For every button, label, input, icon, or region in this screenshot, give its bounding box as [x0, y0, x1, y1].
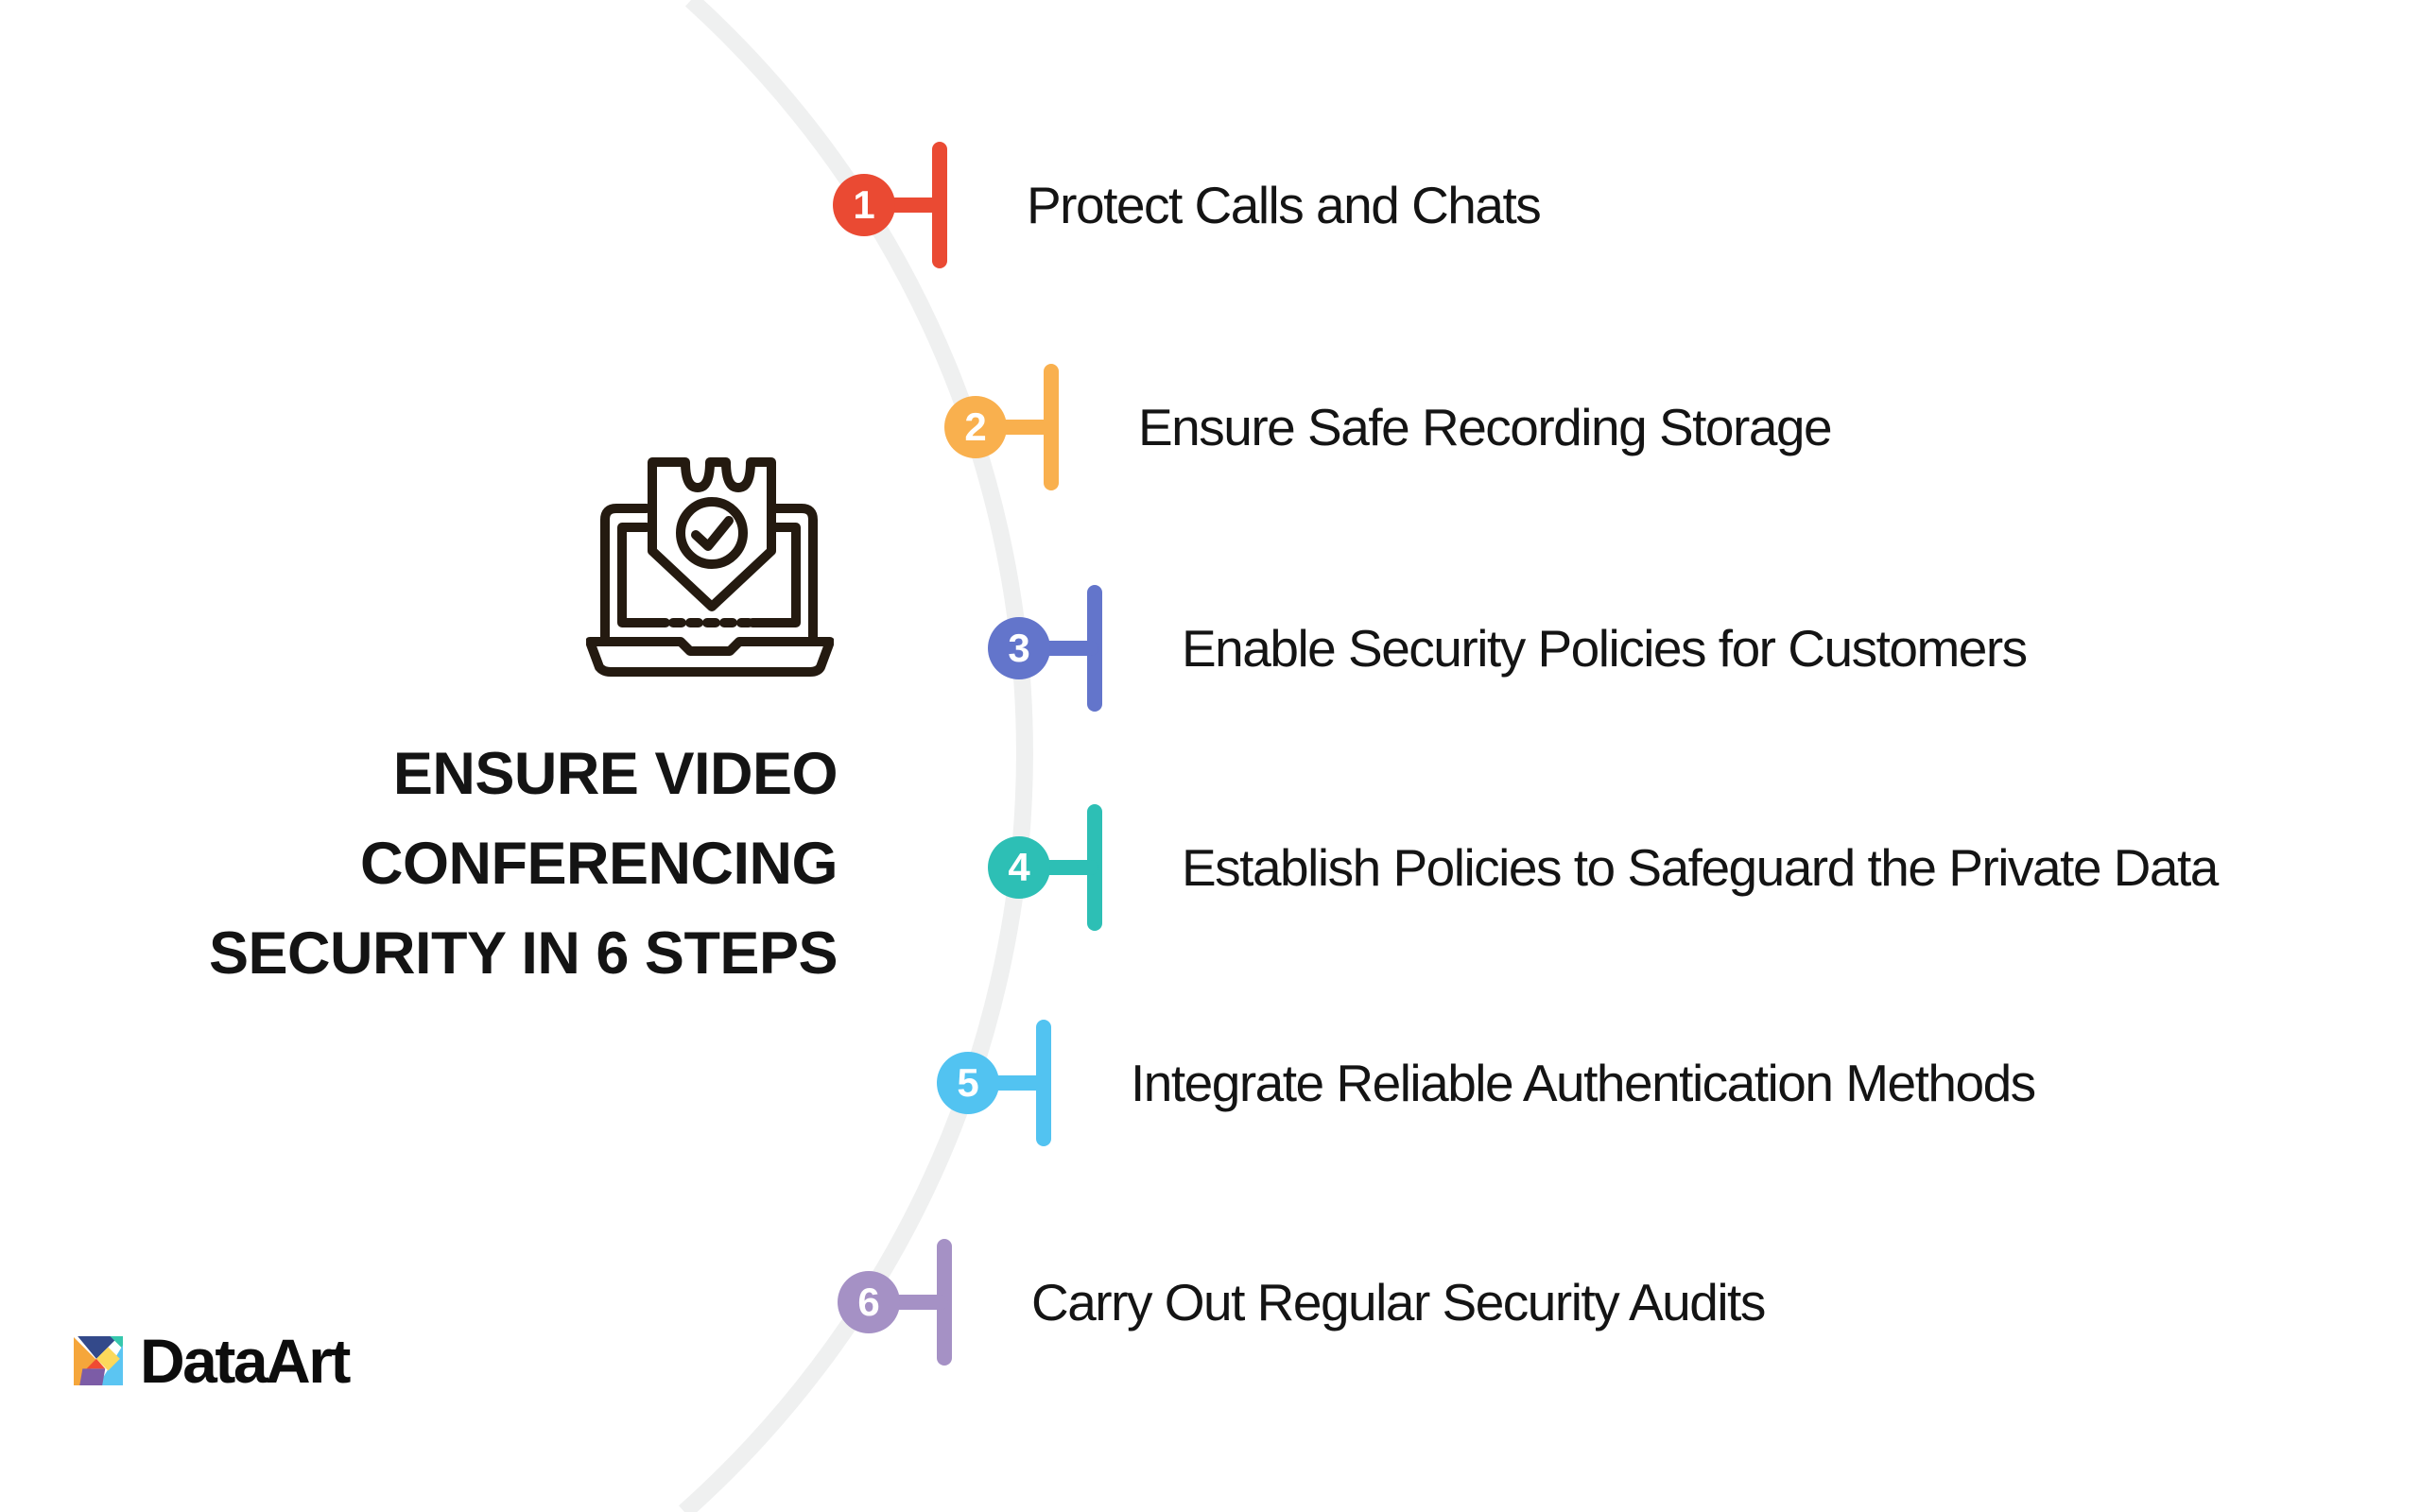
- logo-teal-triangle: [110, 1336, 123, 1349]
- logo-red-triangle: [86, 1358, 106, 1369]
- step-label: Integrate Reliable Authentication Method…: [1131, 1054, 2036, 1112]
- step-label: Establish Policies to Safeguard the Priv…: [1182, 838, 2219, 897]
- logo-sky-triangle: [98, 1345, 123, 1385]
- step-label: Carry Out Regular Security Audits: [1031, 1273, 1766, 1332]
- laptop-base: [586, 637, 834, 677]
- logo-orange-triangle: [74, 1337, 96, 1385]
- title-line: ENSURE VIDEO: [392, 741, 838, 807]
- screen-outer-left: [600, 504, 651, 642]
- step-number-badge: 4: [988, 836, 1050, 899]
- page-title: ENSURE VIDEO CONFERENCING SECURITY IN 6 …: [209, 730, 838, 999]
- step-number-badge: 6: [838, 1271, 900, 1333]
- step-label: Protect Calls and Chats: [1027, 176, 1542, 234]
- screen-inner-left: [617, 523, 670, 627]
- step-label: Enable Security Policies for Customers: [1182, 619, 2028, 678]
- laptop-shield-check-icon: [586, 457, 834, 677]
- logo-navy-triangle: [78, 1336, 119, 1359]
- title-line: CONFERENCING: [359, 831, 838, 897]
- laptop-icon-strokes: [586, 457, 834, 677]
- screen-inner-right: [748, 523, 801, 627]
- dataart-logo-icon: [74, 1336, 123, 1385]
- step-number-badge: 1: [833, 174, 895, 236]
- logo-yellow-diamond: [95, 1347, 120, 1371]
- screen-outer-right: [769, 504, 818, 642]
- step-number-badge: 2: [944, 396, 1007, 458]
- brand-wordmark: DataArt: [140, 1326, 351, 1396]
- step-label: Ensure Safe Recording Storage: [1138, 398, 1833, 456]
- brand-logo: DataArt: [74, 1326, 351, 1396]
- logo-purple-triangle: [79, 1368, 106, 1385]
- check-icon: [691, 516, 734, 551]
- step-number-badge: 5: [937, 1052, 999, 1114]
- step-number-badge: 3: [988, 617, 1050, 679]
- shield-circle: [676, 497, 748, 569]
- title-line: SECURITY IN 6 STEPS: [208, 920, 838, 987]
